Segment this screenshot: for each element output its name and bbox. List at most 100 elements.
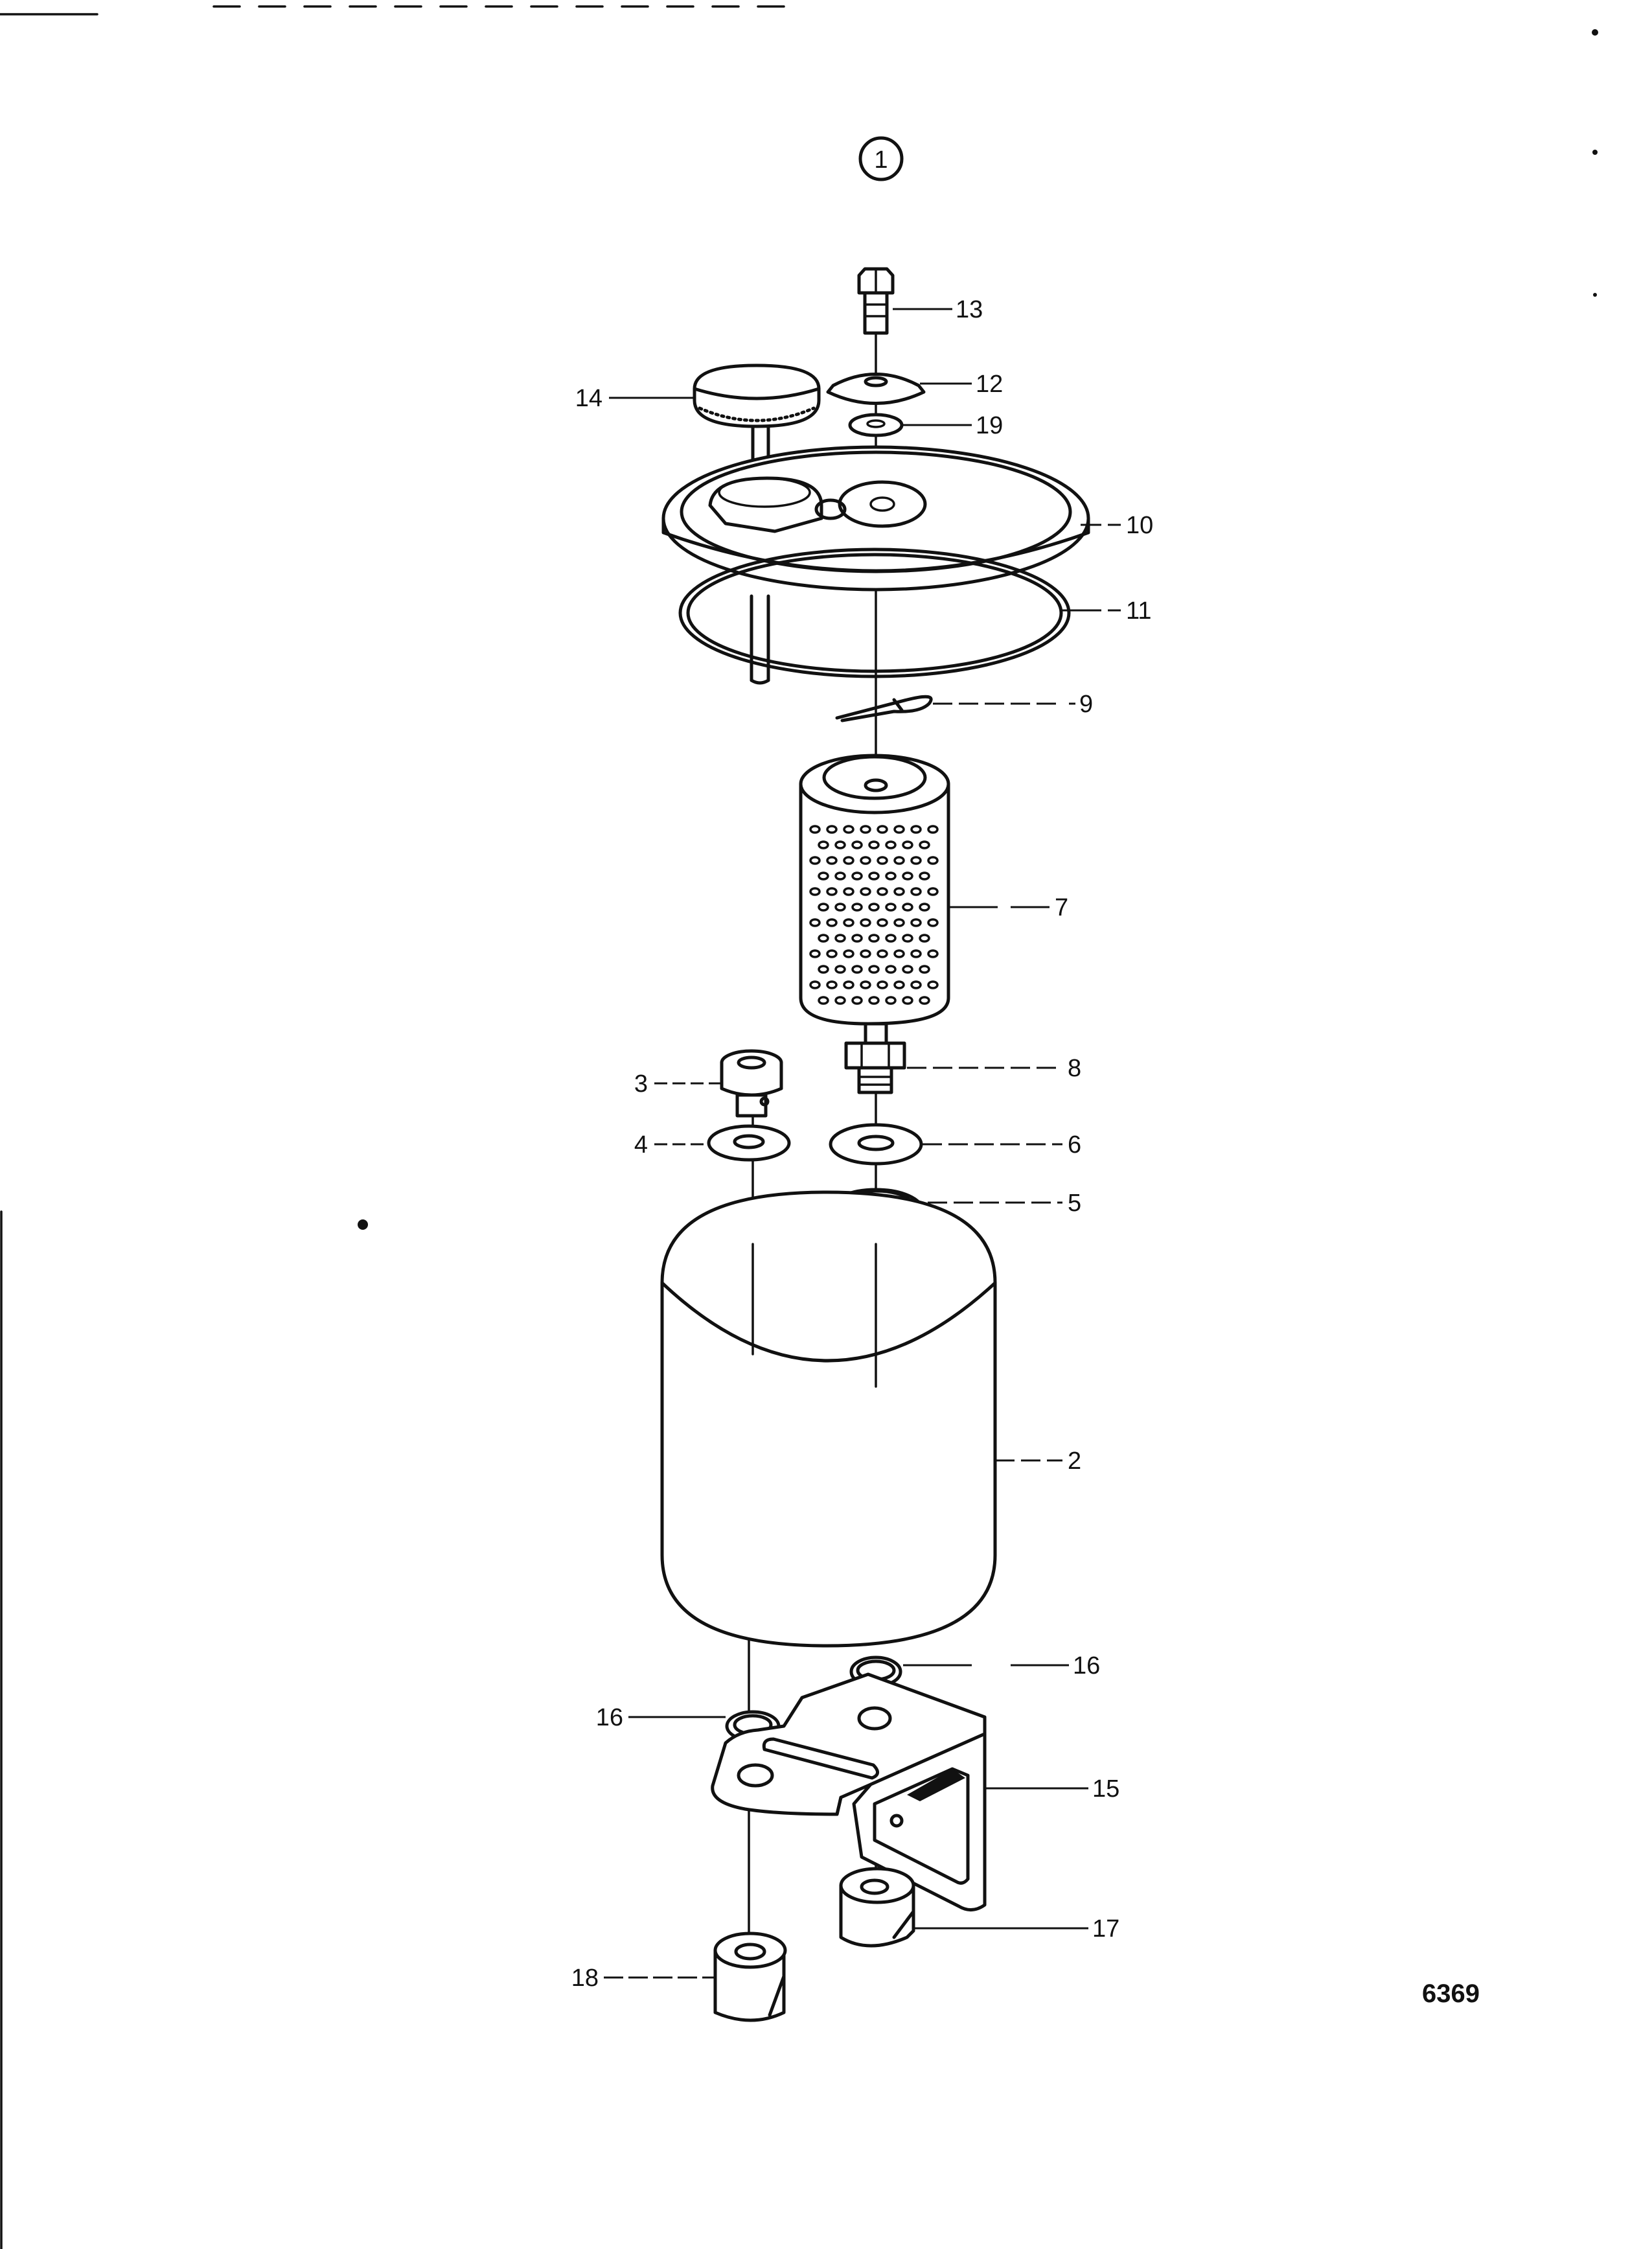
callout-17: 17 <box>1092 1915 1119 1943</box>
filter-hole <box>826 980 838 989</box>
filter-hole <box>860 949 871 958</box>
filter-hole <box>809 949 821 958</box>
filter-hole <box>843 887 855 896</box>
filter-hole <box>826 918 838 927</box>
filter-hole <box>877 949 888 958</box>
filter-hole <box>910 949 922 958</box>
part-11-seal-ring <box>678 548 1071 685</box>
filter-hole <box>902 934 913 943</box>
filter-hole <box>843 918 855 927</box>
filter-hole <box>834 934 846 943</box>
filter-hole <box>927 980 939 989</box>
view-marker: 1 <box>858 136 904 181</box>
callout-13: 13 <box>956 296 983 323</box>
part-9-cotter-pin <box>835 695 933 722</box>
filter-hole <box>834 871 846 881</box>
callout-leader-lines <box>604 308 1121 1979</box>
callout-9: 9 <box>1079 691 1093 718</box>
part-19-washer <box>848 413 904 437</box>
filter-hole <box>834 840 846 849</box>
filter-perforations <box>809 825 939 1005</box>
filter-hole <box>868 996 880 1005</box>
filter-hole <box>885 840 897 849</box>
callout-3: 3 <box>634 1070 648 1098</box>
filter-hole <box>902 903 913 912</box>
filter-hole <box>885 965 897 974</box>
filter-hole <box>851 965 863 974</box>
callout-labels: 13 12 19 14 10 11 9 7 8 3 4 6 5 2 16 16 … <box>571 296 1154 1992</box>
filter-hole <box>893 918 905 927</box>
filter-hole <box>885 996 897 1005</box>
callout-18: 18 <box>571 1965 599 1992</box>
filter-hole <box>927 856 939 865</box>
part-15-bracket <box>711 1672 987 1911</box>
part-3-plug <box>720 1049 783 1118</box>
filter-hole <box>834 903 846 912</box>
filter-hole <box>927 825 939 834</box>
part-6-washer <box>829 1123 923 1166</box>
filter-hole <box>860 980 871 989</box>
filter-hole <box>851 840 863 849</box>
view-marker-number: 1 <box>874 146 888 174</box>
filter-hole <box>843 856 855 865</box>
drawing-number: 6369 <box>1422 1979 1480 2008</box>
filter-hole <box>826 949 838 958</box>
callout-5: 5 <box>1068 1190 1081 1217</box>
filter-hole <box>919 903 930 912</box>
filter-hole <box>910 825 922 834</box>
filter-hole <box>809 980 821 989</box>
part-7-filter-element <box>799 754 950 1026</box>
callout-12: 12 <box>976 371 1003 398</box>
part-13-bolt <box>857 267 895 335</box>
filter-hole <box>885 871 897 881</box>
callout-8: 8 <box>1068 1055 1081 1082</box>
filter-hole <box>877 856 888 865</box>
filter-hole <box>818 934 829 943</box>
filter-hole <box>851 903 863 912</box>
filter-hole <box>902 996 913 1005</box>
filter-hole <box>843 825 855 834</box>
filter-hole <box>910 918 922 927</box>
filter-hole <box>868 871 880 881</box>
callout-14: 14 <box>575 385 602 412</box>
filter-hole <box>851 996 863 1005</box>
filter-hole <box>826 825 838 834</box>
filter-hole <box>910 856 922 865</box>
filter-hole <box>893 980 905 989</box>
filter-hole <box>809 887 821 896</box>
filter-hole <box>868 965 880 974</box>
filter-hole <box>860 918 871 927</box>
filter-hole <box>893 856 905 865</box>
filter-hole <box>893 825 905 834</box>
part-10-cover <box>661 445 1090 592</box>
filter-hole <box>919 840 930 849</box>
callout-11: 11 <box>1126 597 1151 625</box>
filter-hole <box>877 980 888 989</box>
part-4-washer <box>707 1124 791 1162</box>
filter-hole <box>809 918 821 927</box>
callout-19: 19 <box>976 412 1003 439</box>
filter-hole <box>885 934 897 943</box>
filter-hole <box>843 949 855 958</box>
filter-hole <box>818 965 829 974</box>
filter-hole <box>868 934 880 943</box>
filter-hole <box>927 887 939 896</box>
callout-10: 10 <box>1126 512 1153 539</box>
filter-hole <box>818 903 829 912</box>
callout-16-right: 16 <box>1073 1652 1100 1679</box>
filter-hole <box>919 934 930 943</box>
filter-hole <box>860 887 871 896</box>
filter-hole <box>910 887 922 896</box>
scan-artifacts <box>0 5 1598 2249</box>
callout-2: 2 <box>1068 1447 1081 1475</box>
filter-hole <box>818 871 829 881</box>
filter-hole <box>818 996 829 1005</box>
filter-hole <box>860 856 871 865</box>
filter-hole <box>851 934 863 943</box>
part-12-washer <box>826 373 926 405</box>
filter-hole <box>919 871 930 881</box>
filter-hole <box>809 856 821 865</box>
filter-hole <box>902 965 913 974</box>
filter-hole <box>868 840 880 849</box>
